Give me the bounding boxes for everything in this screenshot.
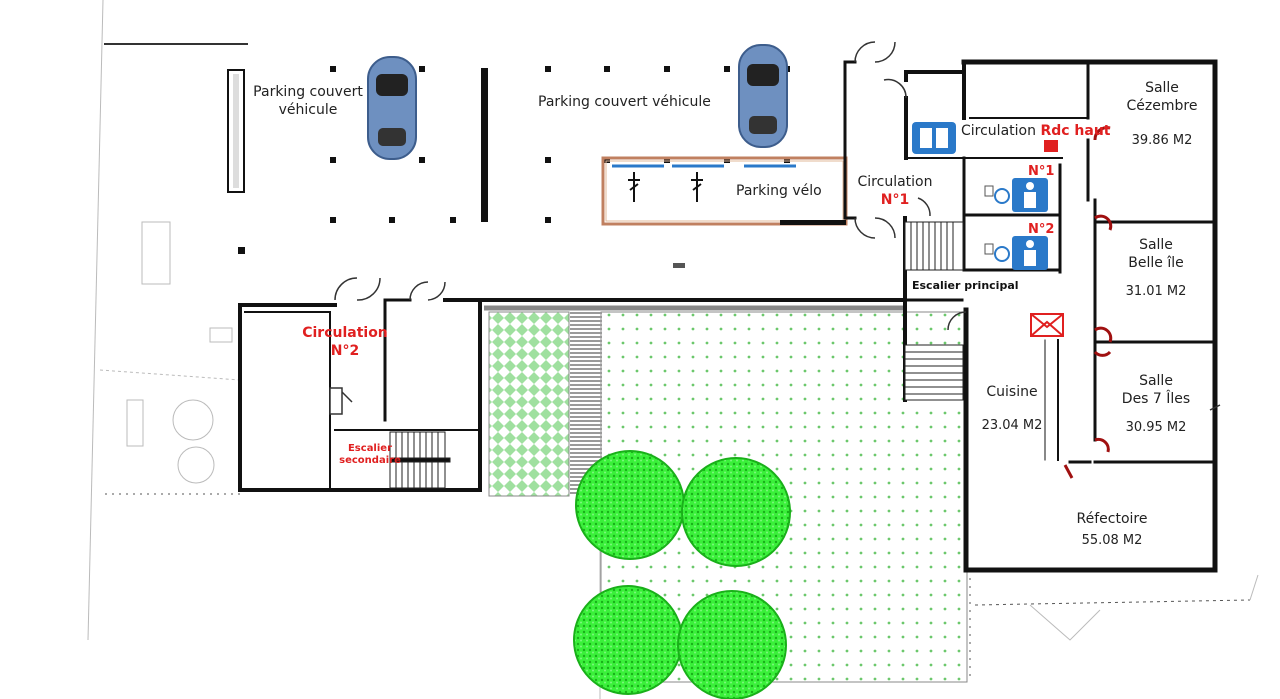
doors <box>334 41 1221 411</box>
parking-left-label: Parking couvert véhicule <box>253 84 363 118</box>
car-left-icon <box>367 56 417 160</box>
room-belle-ile: Salle Belle île 31.01 M2 <box>1125 237 1187 299</box>
room-refectoire: Réfectoire 55.08 M2 <box>1076 511 1148 548</box>
room-door-markers <box>1063 126 1113 479</box>
bike-parking-label: Parking vélo <box>736 183 822 199</box>
secondary-stairs <box>389 431 451 489</box>
room-sept-iles: Salle Des 7 Îles 30.95 M2 <box>1121 373 1191 435</box>
secondary-stairs-label: Escalier secondaire <box>339 443 401 466</box>
circulation-n1-label: Circulation N°1 <box>857 174 933 208</box>
circulation-rdc-label: Circulation Rdc haut <box>961 123 1111 139</box>
elevator-icon <box>912 122 956 154</box>
main-stairs <box>904 221 964 401</box>
circulation-n2-label: Circulation N°2 <box>302 325 388 359</box>
wc-n1-label: N°1 <box>1028 164 1055 179</box>
fire-alarm-icon <box>1030 140 1064 337</box>
main-stairs-label: Escalier principal <box>912 279 1019 292</box>
wc-n2-icon <box>984 236 1048 270</box>
room-cezembre: Salle Cézembre 39.86 M2 <box>1126 80 1198 148</box>
wc-n1-icon <box>984 178 1048 212</box>
parking-divider-wall <box>481 68 488 222</box>
parking-center-label: Parking couvert véhicule <box>538 94 711 110</box>
room-cuisine: Cuisine 23.04 M2 <box>981 384 1043 433</box>
car-center-icon <box>738 44 788 148</box>
building-walls <box>238 59 1218 573</box>
tree-icons <box>573 450 791 699</box>
patio-green <box>488 311 570 497</box>
exit-door-left <box>329 387 353 415</box>
wc-n2-label: N°2 <box>1028 222 1055 237</box>
